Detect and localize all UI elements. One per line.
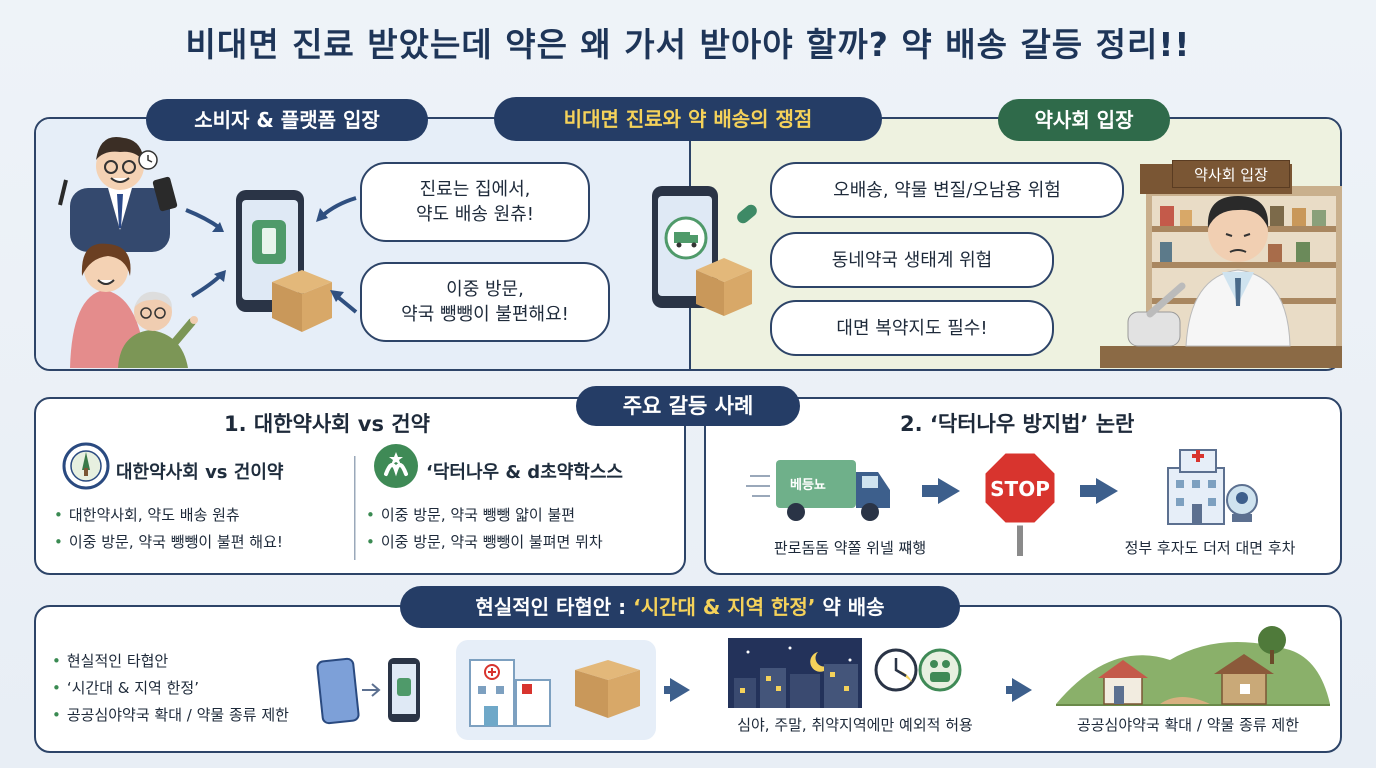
case2-caption-left: 판로돔돔 약쫄 위넬 쨰행 <box>773 539 927 557</box>
list-item: •이중 방문, 약국 뺑뺑이 불펴면 뮈차 <box>366 533 603 551</box>
page-title: 비대면 진료 받았는데 약은 왜 가서 받아야 할까? 약 배송 갈등 정리!! <box>185 25 1191 64</box>
compromise-pill-highlight: ‘시간대 & 지역 한정’ <box>633 595 816 619</box>
bubble-line: 이중 방문, <box>446 279 524 300</box>
pharmacy-bubble-1: 오배송, 약물 변질/오남용 위험 <box>770 162 1124 218</box>
case1-right-org: ‘닥터나우 & d초약학스스 <box>426 462 623 483</box>
pharmacy-sign: 약사회 입장 <box>1172 160 1290 188</box>
pharmacist-pill: 약사회 입장 <box>998 99 1170 141</box>
case2-arrow-2 <box>1080 478 1118 504</box>
stop-label: STOP <box>990 477 1050 501</box>
bullet-text: 이중 방문, 약국 뺑뺑 얇이 불편 <box>380 506 576 524</box>
compromise-bullets: •현실적인 타협안 •‘시간대 & 지역 한정’ •공공심야약국 확대 / 약물… <box>52 648 289 729</box>
village-caption: 공공심야약국 확대 / 약물 종류 제한 <box>1076 716 1300 734</box>
panel-divider <box>689 119 691 369</box>
list-item: •이중 방문, 약국 뺑뺑 얇이 불편 <box>366 506 576 524</box>
case1-right-bullets: •이중 방문, 약국 뺑뺑 얇이 불편 •이중 방문, 약국 뺑뺑이 불펴면 뮈… <box>366 502 603 556</box>
case2-arrow-1 <box>922 478 960 504</box>
list-item: •현실적인 타협안 <box>52 652 169 670</box>
bubble-line: 약국 뺑뺑이 불편해요! <box>401 304 569 325</box>
case1-panel <box>34 397 686 575</box>
list-item: •이중 방문, 약국 뺑뺑이 불편 해요! <box>54 533 283 551</box>
compromise-pill-prefix: 현실적인 타협안 : <box>475 595 634 619</box>
compromise-pill-suffix: 약 배송 <box>815 595 885 619</box>
pharmacy-bubble-3: 대면 복약지도 필수! <box>770 300 1054 356</box>
bubble-line: 진료는 집에서, <box>419 179 531 200</box>
issues-panel <box>34 117 1342 371</box>
bullet-text: ‘시간대 & 지역 한정’ <box>66 679 199 697</box>
bullet-text: 이중 방문, 약국 뺑뺑이 불편 해요! <box>68 533 283 551</box>
bullet-text: 대한약사회, 약도 배송 원츄 <box>68 506 240 524</box>
list-item: •공공심야약국 확대 / 약물 종류 제한 <box>52 706 289 724</box>
case2-caption-right: 정부 후자도 더저 대면 후차 <box>1124 539 1296 557</box>
consumer-bubble-1: 진료는 집에서, 약도 배송 원츄! <box>360 162 590 242</box>
list-item: •‘시간대 & 지역 한정’ <box>52 679 199 697</box>
pharmacy-bubble-2: 동네약국 생태계 위협 <box>770 232 1054 288</box>
bullet-text: 현실적인 타협안 <box>66 652 169 670</box>
case1-left-bullets: •대한약사회, 약도 배송 원츄 •이중 방문, 약국 뺑뺑이 불편 해요! <box>54 502 283 556</box>
issue-pill: 비대면 진료와 약 배송의 쟁점 <box>494 97 882 141</box>
case1-left-org: 대한약사회 vs 건이약 <box>116 462 284 483</box>
consumer-platform-pill: 소비자 & 플랫폼 입장 <box>146 99 428 141</box>
list-item: •대한약사회, 약도 배송 원츄 <box>54 506 240 524</box>
bubble-line: 약도 배송 원츄! <box>415 204 535 225</box>
case2-title: 2. ‘닥터나우 방지법’ 논란 <box>900 412 1135 436</box>
bullet-text: 이중 방문, 약국 뺑뺑이 불펴면 뮈차 <box>380 533 603 551</box>
consumer-bubble-2: 이중 방문, 약국 뺑뺑이 불편해요! <box>360 262 610 342</box>
compromise-pill: 현실적인 타협안 : ‘시간대 & 지역 한정’ 약 배송 <box>400 586 960 628</box>
bullet-text: 공공심야약국 확대 / 약물 종류 제한 <box>66 706 289 724</box>
night-caption: 심야, 주말, 취약지역에만 예외적 허용 <box>737 716 973 734</box>
conflicts-pill: 주요 갈등 사례 <box>576 386 800 426</box>
case1-title: 1. 대한약사회 vs 건약 <box>224 412 430 436</box>
truck-label: 베등뇨 <box>790 478 826 493</box>
